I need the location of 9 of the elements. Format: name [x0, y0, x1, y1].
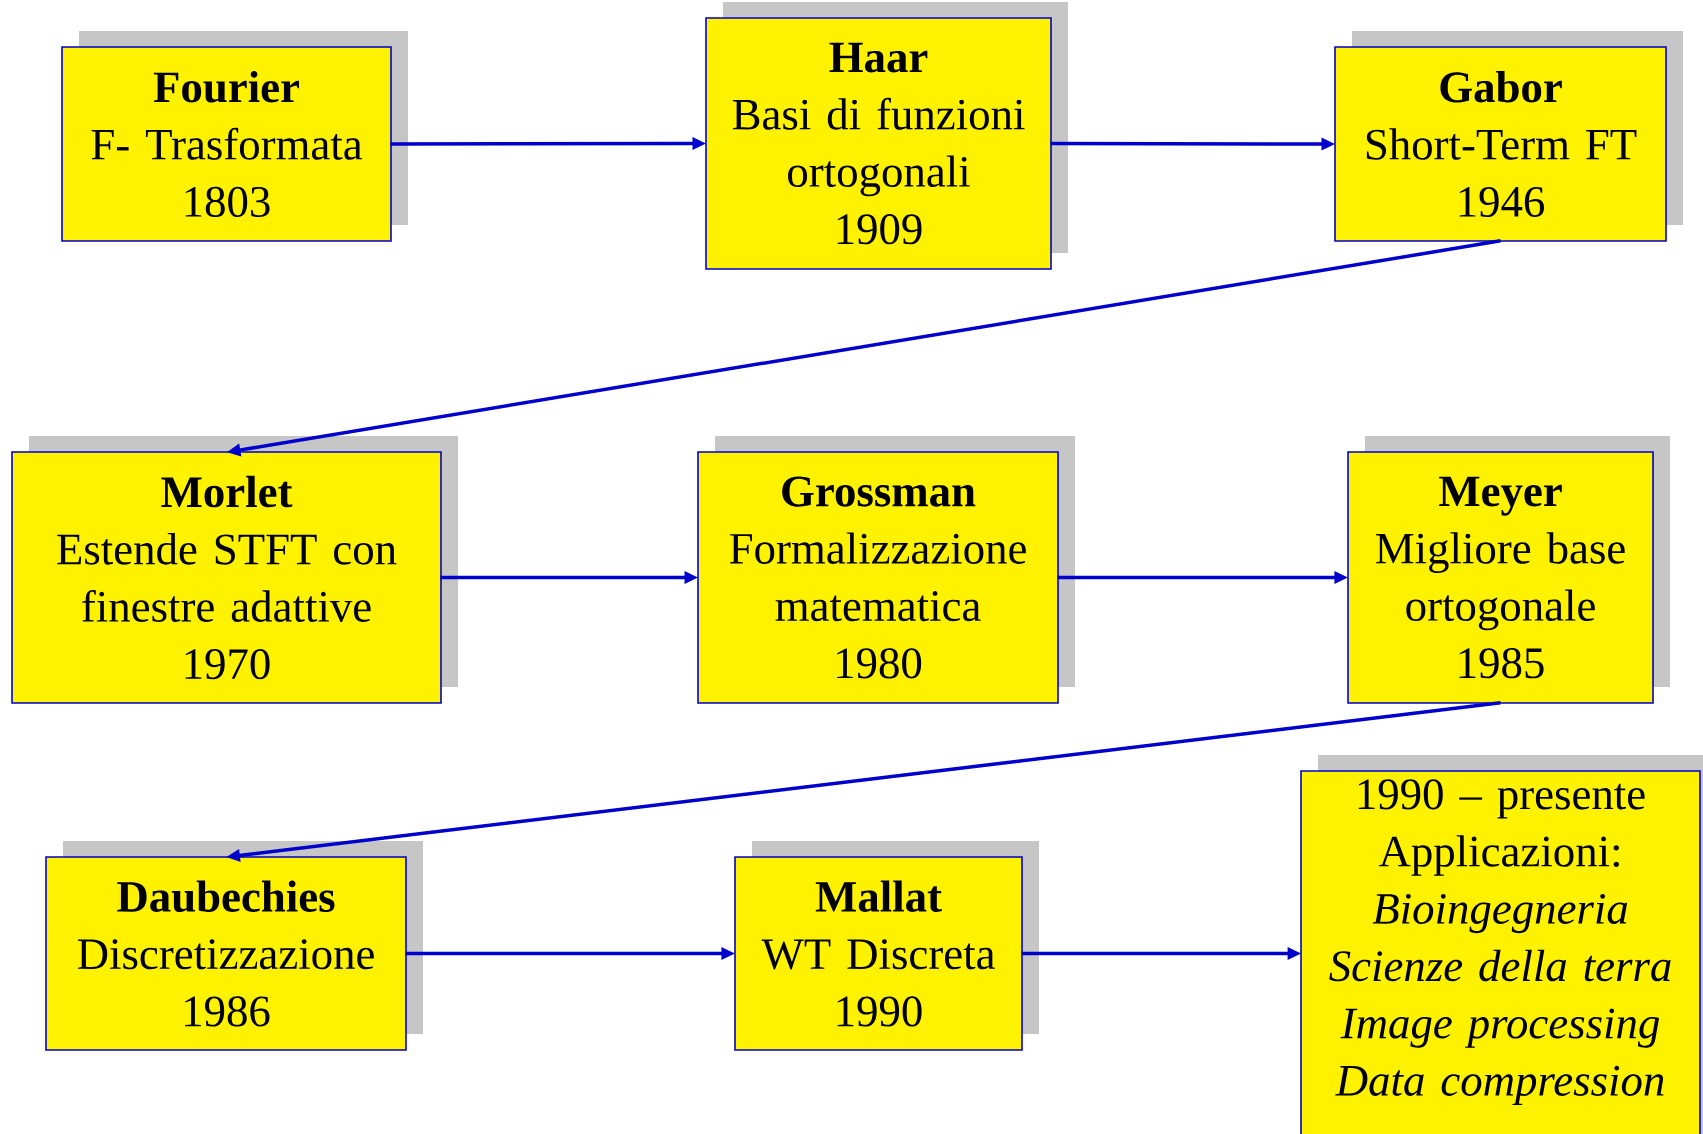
- timeline-box: Daubechies Discretizzazione 1986: [45, 841, 423, 1051]
- timeline-box: 1990 – presente Applicazioni: Bioingegneria Scienze della terra Image processing Data compression: [1300, 755, 1703, 1134]
- timeline-box: Haar Basi di funzioni ortogonali 1909: [705, 2, 1068, 270]
- timeline-box: Grossman Formalizzazione matematica 1980: [697, 436, 1075, 704]
- timeline-box: Meyer Migliore base ortogonale 1985: [1347, 436, 1670, 704]
- timeline-box: Mallat WT Discreta 1990: [734, 841, 1039, 1051]
- timeline-box: Fourier F- Trasformata 1803: [61, 31, 408, 242]
- timeline-box: Morlet Estende STFT con finestre adattive 1970: [11, 436, 458, 704]
- timeline-box: Gabor Short-Term FT 1946: [1334, 31, 1683, 242]
